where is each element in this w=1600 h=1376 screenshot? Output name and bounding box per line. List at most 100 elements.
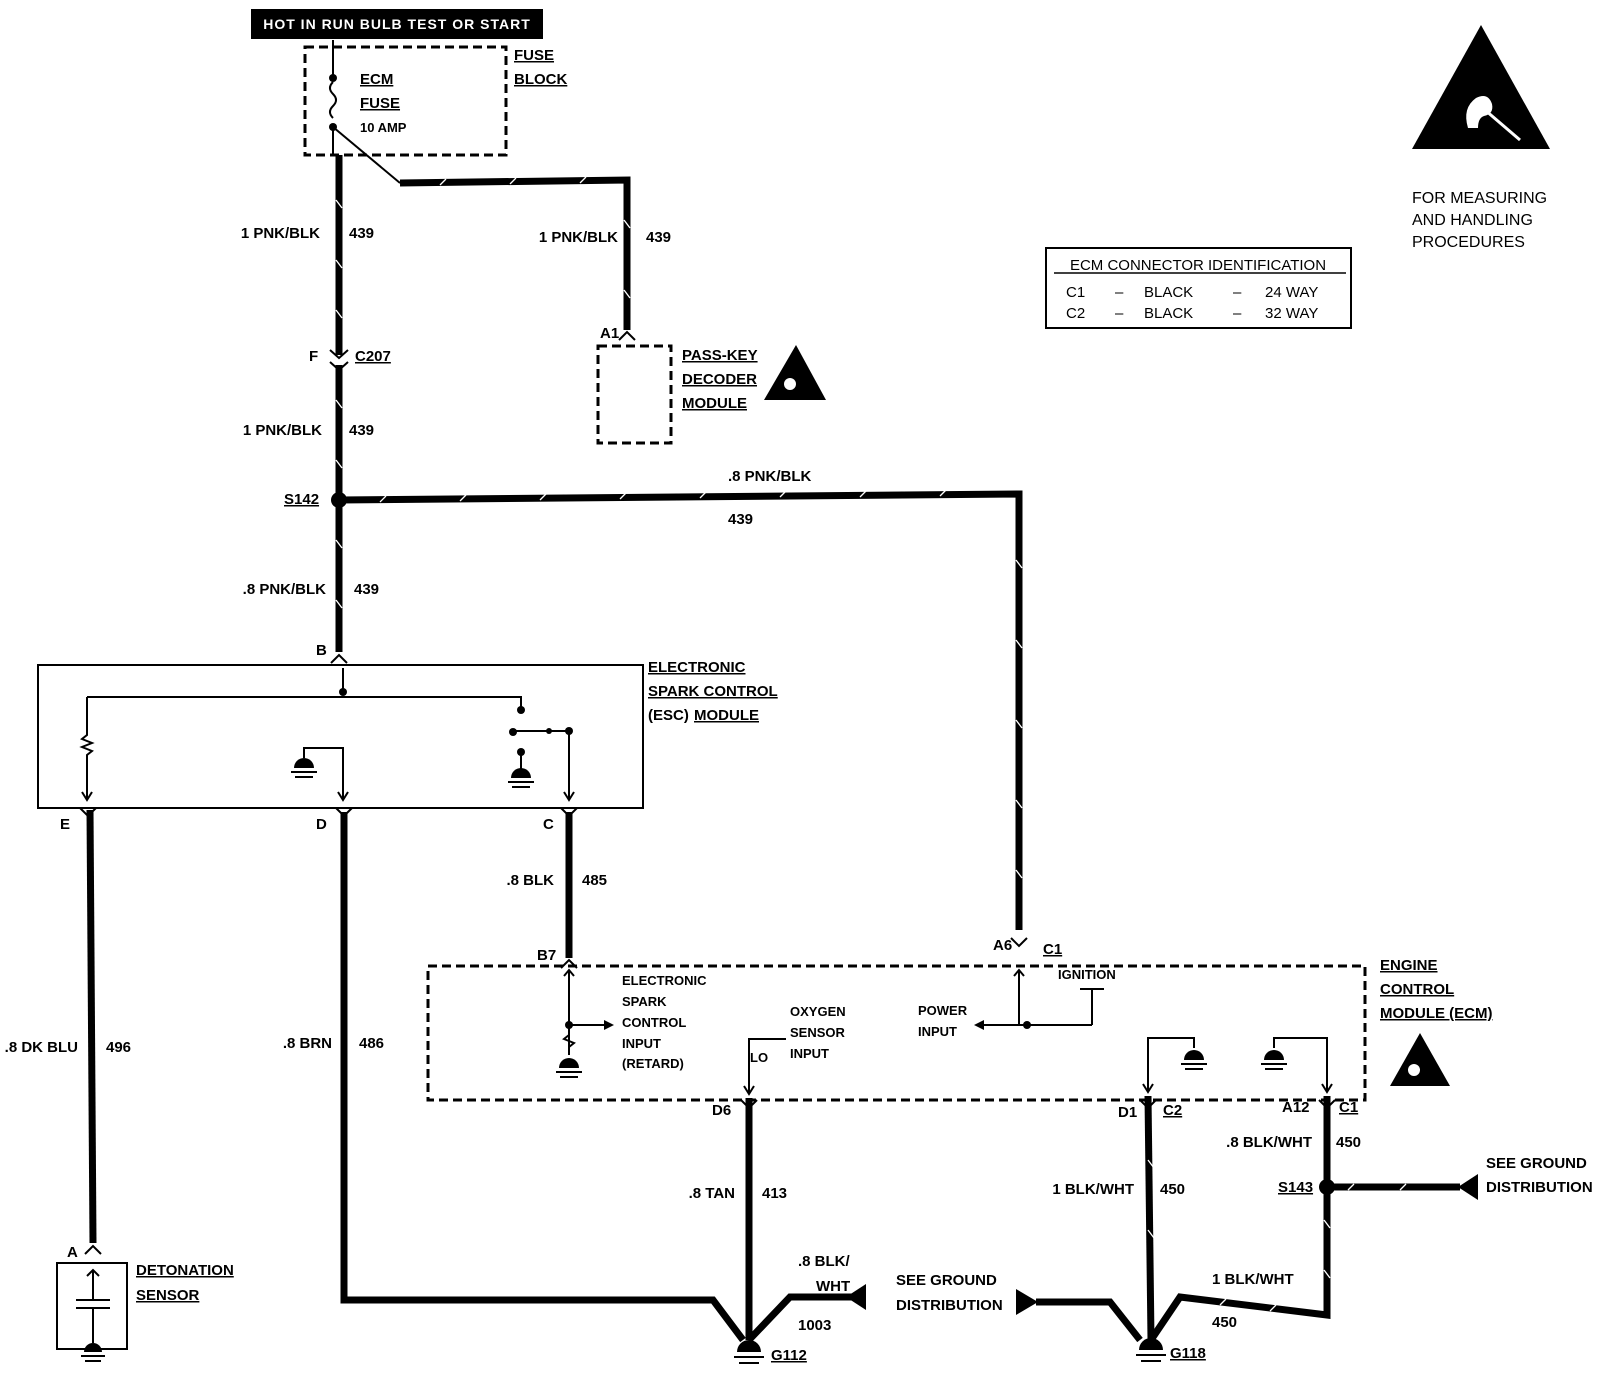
esd-note-line3: PROCEDURES	[1412, 234, 1525, 251]
ground-g118-label: G118	[1170, 1345, 1206, 1362]
pin-a1-label: A1	[600, 325, 619, 342]
passkey-esd-icon	[764, 345, 826, 400]
wire-ground-to-g118	[1036, 1298, 1143, 1343]
wire-c207-down-circuit: 439	[349, 422, 374, 439]
wire-496	[86, 809, 97, 1244]
pin-d-symbol	[335, 807, 353, 818]
wire-s142-right-gauge: .8 PNK/BLK	[728, 468, 812, 485]
connector-row-c1-ways: 24 WAY	[1265, 284, 1318, 301]
pin-d1-label: D1	[1118, 1104, 1137, 1121]
ground-ref-left-line1: SEE GROUND	[896, 1272, 997, 1289]
wire-g112-circuit: 1003	[798, 1317, 831, 1334]
esc-module-box	[37, 664, 644, 809]
wire-s142-down-circuit: 439	[354, 581, 379, 598]
pin-b-label: B	[316, 642, 327, 659]
wire-esc-e-gauge: .8 DK BLU	[5, 1039, 78, 1056]
esd-warning-icon	[1412, 25, 1550, 149]
ground-ref-right-line2: DISTRIBUTION	[1486, 1179, 1593, 1196]
detonation-label-line1: DETONATION	[136, 1262, 234, 1279]
ecm-ignition: IGNITION	[1058, 967, 1116, 982]
pin-a6-label: A6	[993, 937, 1012, 954]
ecm-fuse-symbol	[329, 40, 401, 184]
esc-label-line3a: (ESC)	[648, 707, 689, 724]
detonation-sensor-symbol	[76, 1268, 110, 1362]
fuse-name-line1: ECM	[360, 71, 393, 88]
wire-d1-circuit: 450	[1160, 1181, 1185, 1198]
pin-d1-symbol	[1139, 1099, 1157, 1110]
pin-b7-label: B7	[537, 947, 556, 964]
pin-a1-symbol	[618, 330, 636, 341]
ecm-esd-icon	[1390, 1033, 1450, 1086]
wire-esc-e-circuit: 496	[106, 1039, 131, 1056]
ecm-esc-input-line5: (RETARD)	[622, 1056, 684, 1071]
pin-c-symbol	[560, 807, 578, 818]
power-source-banner	[251, 9, 543, 39]
ground-ref-left-line2: DISTRIBUTION	[896, 1297, 1003, 1314]
pin-f-label: F	[309, 348, 318, 365]
connector-row-c2-ways: 32 WAY	[1265, 305, 1318, 322]
pin-a-label: A	[67, 1244, 78, 1261]
wire-g112-gauge-line2: WHT	[816, 1278, 850, 1295]
passkey-label-line2: DECODER	[682, 371, 757, 388]
ecm-esc-input-line3: CONTROL	[622, 1015, 686, 1030]
ecm-o2-lo: LO	[750, 1050, 768, 1065]
wire-1003	[746, 1293, 860, 1343]
pin-e-symbol	[79, 807, 97, 818]
connector-c1-bottom-label: C1	[1339, 1099, 1358, 1116]
pin-d6-label: D6	[712, 1102, 731, 1119]
wire-439-s142-to-ecm	[338, 490, 1023, 930]
fuse-block-label-line1: FUSE	[514, 47, 554, 64]
wire-fuse-down-gauge: 1 PNK/BLK	[241, 225, 320, 242]
wire-g118-circuit: 450	[1212, 1314, 1237, 1331]
ecm-power-line2: INPUT	[918, 1024, 957, 1039]
pin-b-symbol	[330, 653, 348, 664]
wire-esc-c-gauge: .8 BLK	[506, 872, 554, 889]
ecm-o2-line2: SENSOR	[790, 1025, 846, 1040]
ecm-label-line2: CONTROL	[1380, 981, 1454, 998]
splice-s142	[331, 492, 347, 508]
wire-a12-gauge: .8 BLK/WHT	[1226, 1134, 1312, 1151]
esc-label-line2: SPARK CONTROL	[648, 683, 778, 700]
ecm-connector-table	[1045, 247, 1352, 329]
power-source-label: HOT IN RUN BULB TEST OR START	[263, 16, 531, 32]
ecm-esc-input-line1: ELECTRONIC	[622, 973, 707, 988]
pin-a12-symbol	[1318, 1099, 1336, 1110]
connector-c207-label: C207	[355, 348, 391, 365]
fuse-rating: 10 AMP	[360, 120, 407, 135]
connector-c1-top-label: C1	[1043, 941, 1062, 958]
connector-row-c1-dash2: –	[1233, 284, 1242, 301]
esc-label-line1: ELECTRONIC	[648, 659, 746, 676]
fuse-block-outline	[303, 45, 508, 157]
pin-b7-symbol	[560, 958, 578, 969]
wire-d1-gauge: 1 BLK/WHT	[1052, 1181, 1134, 1198]
wire-group	[86, 155, 1460, 1343]
esc-label-line3b: MODULE	[694, 707, 759, 724]
wire-s142-right-circuit: 439	[728, 511, 753, 528]
fuse-block-label-line2: BLOCK	[514, 71, 567, 88]
connector-c2-label: C2	[1163, 1102, 1182, 1119]
wire-450-d1	[1144, 1095, 1155, 1341]
wire-passkey-gauge: 1 PNK/BLK	[539, 229, 618, 246]
pin-e-label: E	[60, 816, 70, 833]
ecm-label-line1: ENGINE	[1380, 957, 1438, 974]
wire-d6-gauge: .8 TAN	[689, 1185, 735, 1202]
connector-row-c2-dash2: –	[1233, 305, 1242, 322]
pin-d6-symbol	[740, 1099, 758, 1110]
pin-d-label: D	[316, 816, 327, 833]
ecm-esc-input-line2: SPARK	[622, 994, 667, 1009]
splice-s143-label: S143	[1278, 1179, 1313, 1196]
ground-ref-right-arrow	[1458, 1174, 1478, 1200]
esc-internal-circuit	[79, 668, 575, 802]
wire-439-to-passkey	[399, 176, 631, 330]
wire-esc-c-circuit: 485	[582, 872, 607, 889]
connector-row-c2-dash1: –	[1115, 305, 1124, 322]
pin-a-symbol	[84, 1244, 102, 1255]
connector-row-c1-color: BLACK	[1144, 284, 1193, 301]
wire-s142-down-gauge: .8 PNK/BLK	[243, 581, 327, 598]
wire-g118-gauge: 1 BLK/WHT	[1212, 1271, 1294, 1288]
pin-a12-label: A12	[1282, 1099, 1310, 1116]
esd-note-line1: FOR MEASURING	[1412, 190, 1547, 207]
ground-g112-label: G112	[771, 1347, 807, 1364]
connector-row-c2-id: C2	[1066, 305, 1085, 322]
wire-fuse-down-circuit: 439	[349, 225, 374, 242]
